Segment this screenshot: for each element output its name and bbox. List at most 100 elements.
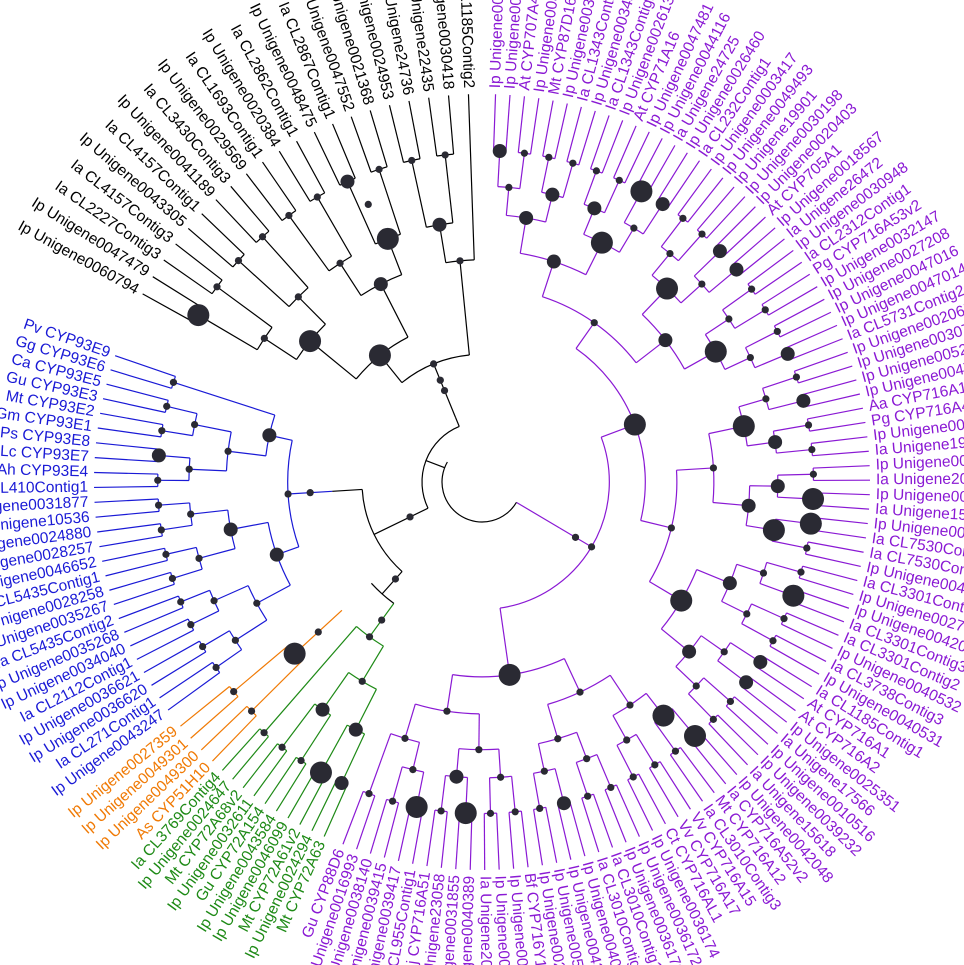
branch xyxy=(264,337,297,361)
branch xyxy=(281,703,316,748)
branch xyxy=(771,540,807,549)
support-node xyxy=(364,200,372,208)
support-node xyxy=(454,802,477,825)
branch xyxy=(566,106,582,162)
branch xyxy=(118,595,179,620)
branch xyxy=(404,703,416,739)
support-node xyxy=(536,804,544,813)
support-node xyxy=(720,648,728,656)
support-node xyxy=(722,576,737,591)
branch xyxy=(766,561,802,573)
branch xyxy=(238,260,290,308)
branch xyxy=(745,330,778,349)
branch xyxy=(213,585,249,602)
support-node xyxy=(213,283,221,291)
support-node xyxy=(430,360,438,368)
branch xyxy=(381,571,403,595)
support-node xyxy=(584,792,592,800)
support-node xyxy=(247,707,256,715)
support-node xyxy=(569,159,577,167)
branch xyxy=(425,460,445,469)
branch xyxy=(547,704,559,739)
branch xyxy=(114,355,176,378)
branch xyxy=(94,498,159,503)
branch xyxy=(397,805,412,862)
branch xyxy=(165,546,197,555)
branch xyxy=(708,723,749,766)
support-node xyxy=(770,479,785,494)
support-node xyxy=(511,808,519,816)
branch xyxy=(99,535,163,548)
branch xyxy=(699,731,738,775)
support-node xyxy=(498,663,521,686)
branch xyxy=(498,749,502,778)
branch xyxy=(412,742,421,770)
leaf-label: Ip Unigene0053205 xyxy=(491,875,514,965)
branch xyxy=(102,547,165,562)
support-node xyxy=(587,543,596,551)
branch xyxy=(557,804,572,860)
support-node xyxy=(436,376,444,384)
branch xyxy=(563,658,581,693)
support-node xyxy=(441,151,449,159)
branch xyxy=(654,721,676,752)
branch xyxy=(102,398,166,413)
support-node xyxy=(746,353,754,362)
branch xyxy=(813,465,870,469)
support-node xyxy=(803,544,811,552)
support-node xyxy=(667,524,675,532)
branch xyxy=(638,773,666,825)
support-node xyxy=(406,513,414,521)
branch-arc xyxy=(499,436,610,609)
support-node xyxy=(409,766,417,774)
support-node xyxy=(405,795,428,818)
branch xyxy=(467,94,475,260)
branch xyxy=(581,797,600,853)
support-node xyxy=(729,262,744,277)
support-node xyxy=(306,489,314,497)
branch xyxy=(761,273,811,306)
backbone-arc xyxy=(441,461,517,523)
branch xyxy=(316,196,353,257)
branch xyxy=(215,649,242,669)
branch xyxy=(201,213,245,255)
branch xyxy=(781,623,833,650)
branch xyxy=(322,672,350,711)
support-node xyxy=(358,677,366,685)
branch xyxy=(583,170,597,205)
branch xyxy=(635,734,656,766)
leaf-label: Ia CL1185Contig2 xyxy=(456,0,477,89)
backbone-arc xyxy=(370,582,395,604)
branch xyxy=(212,715,257,762)
support-node xyxy=(623,736,631,744)
branch xyxy=(809,421,866,432)
branch xyxy=(136,629,194,660)
branch xyxy=(596,754,612,788)
support-node xyxy=(187,621,195,629)
branch xyxy=(412,808,424,864)
branch xyxy=(245,173,283,221)
support-node xyxy=(373,277,388,292)
branch xyxy=(813,492,870,496)
branch xyxy=(677,168,712,215)
support-node xyxy=(626,701,634,709)
branch xyxy=(677,233,703,262)
support-node xyxy=(336,259,344,267)
support-node xyxy=(212,663,220,672)
branch xyxy=(262,161,297,211)
support-node xyxy=(623,413,646,436)
branch xyxy=(603,180,620,213)
branch xyxy=(105,559,168,577)
support-node xyxy=(486,809,495,817)
branch xyxy=(110,369,172,389)
branch xyxy=(447,95,455,155)
branch xyxy=(190,509,228,515)
branch xyxy=(795,589,850,609)
support-node xyxy=(169,378,178,386)
support-node xyxy=(520,149,529,157)
branch xyxy=(428,97,438,157)
branch xyxy=(777,473,814,476)
support-node xyxy=(545,153,553,161)
support-node xyxy=(432,217,447,232)
branch xyxy=(799,577,854,596)
